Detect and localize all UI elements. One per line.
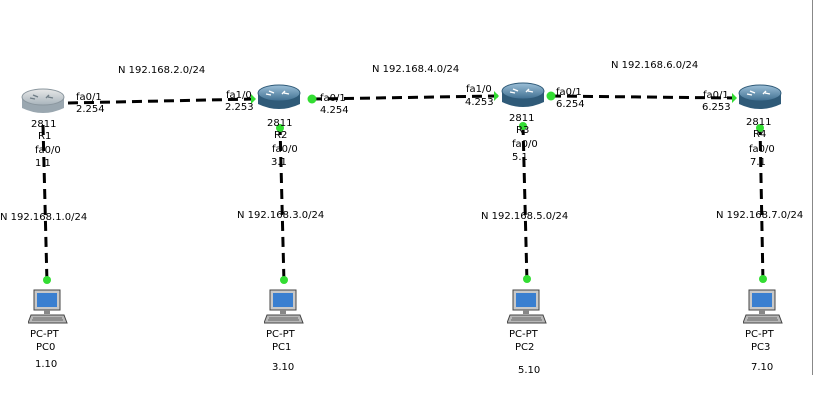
pc-icon[interactable]: [27, 288, 68, 328]
port-light: [307, 94, 317, 104]
pc1-type: PC-PT: [266, 329, 295, 340]
r1-fa01-iface: fa0/1: [76, 92, 102, 103]
network-label-3: N 192.168.3.0/24: [237, 210, 325, 221]
port-light: [523, 275, 531, 283]
r4-fa00-iface: fa0/0: [749, 144, 775, 155]
pc1-ip: 3.10: [272, 362, 295, 373]
port-light: [756, 124, 764, 132]
r3-model: 2811: [509, 113, 535, 124]
network-label-6: N 192.168.6.0/24: [611, 60, 699, 71]
port-light: [280, 276, 288, 284]
port-light: [732, 93, 737, 103]
link-r1-pc0[interactable]: [41, 124, 49, 284]
r4-fa01-ip: 6.253: [702, 102, 731, 113]
port-light: [251, 94, 256, 104]
r4-model: 2811: [746, 117, 772, 128]
network-label-4: N 192.168.4.0/24: [372, 64, 460, 75]
r3-fa10-ip: 4.253: [465, 97, 494, 108]
r2-name: R2: [274, 130, 288, 141]
pc1-name: PC1: [272, 342, 292, 353]
network-label-5: N 192.168.5.0/24: [481, 211, 569, 222]
r2-fa10-iface: fa1/0: [226, 90, 252, 101]
pc2-ip: 5.10: [518, 365, 541, 376]
network-label-1: N 192.168.1.0/24: [0, 212, 88, 223]
port-light: [276, 124, 284, 132]
r2-fa00-iface: fa0/0: [272, 144, 298, 155]
router-icon[interactable]: [20, 86, 66, 122]
r2-fa00-ip: 3.1: [271, 157, 287, 168]
router-icon[interactable]: [256, 82, 302, 118]
pc0-ip: 1.10: [35, 359, 58, 370]
pc-icon[interactable]: [742, 288, 783, 328]
r2-fa01-ip: 4.254: [320, 105, 349, 116]
router-icon[interactable]: [737, 82, 783, 118]
r2-model: 2811: [267, 118, 293, 129]
r4-fa00-ip: 7.1: [750, 157, 766, 168]
router-icon[interactable]: [500, 80, 546, 116]
pc2-name: PC2: [515, 342, 535, 353]
r4-fa01-iface: fa0/1: [703, 90, 729, 101]
r1-name: R1: [38, 131, 52, 142]
link-r4-pc3[interactable]: [758, 124, 765, 284]
r2-fa01-iface: fa0/1: [320, 93, 346, 104]
r4-name: R4: [753, 129, 767, 140]
r3-fa01-ip: 6.254: [556, 99, 585, 110]
r1-model: 2811: [31, 119, 57, 130]
pc-icon[interactable]: [263, 288, 304, 328]
r1-fa01-ip: 2.254: [76, 104, 105, 115]
link-r3-r4[interactable]: [550, 94, 736, 100]
r3-fa10-iface: fa1/0: [466, 84, 492, 95]
network-label-2: N 192.168.2.0/24: [118, 65, 206, 76]
r3-fa00-ip: 5.1: [512, 152, 528, 163]
r3-fa01-iface: fa0/1: [556, 87, 582, 98]
link-r3-pc2[interactable]: [521, 124, 529, 284]
pc2-type: PC-PT: [509, 329, 538, 340]
pc3-type: PC-PT: [745, 329, 774, 340]
link-r2-pc1[interactable]: [278, 124, 286, 284]
pc3-ip: 7.10: [751, 362, 774, 373]
r3-fa00-iface: fa0/0: [512, 139, 538, 150]
r2-fa10-ip: 2.253: [225, 102, 254, 113]
port-light: [494, 91, 499, 101]
port-light: [546, 91, 556, 101]
r3-name: R3: [516, 125, 530, 136]
port-light: [759, 275, 767, 283]
pc-icon[interactable]: [506, 288, 547, 328]
network-label-7: N 192.168.7.0/24: [716, 210, 804, 221]
r1-fa00-ip: 1.1: [35, 158, 51, 169]
pc0-name: PC0: [36, 342, 56, 353]
pc3-name: PC3: [751, 342, 771, 353]
r1-fa00-iface: fa0/0: [35, 145, 61, 156]
port-light: [519, 122, 527, 130]
port-light: [43, 276, 51, 284]
pc0-type: PC-PT: [30, 329, 59, 340]
